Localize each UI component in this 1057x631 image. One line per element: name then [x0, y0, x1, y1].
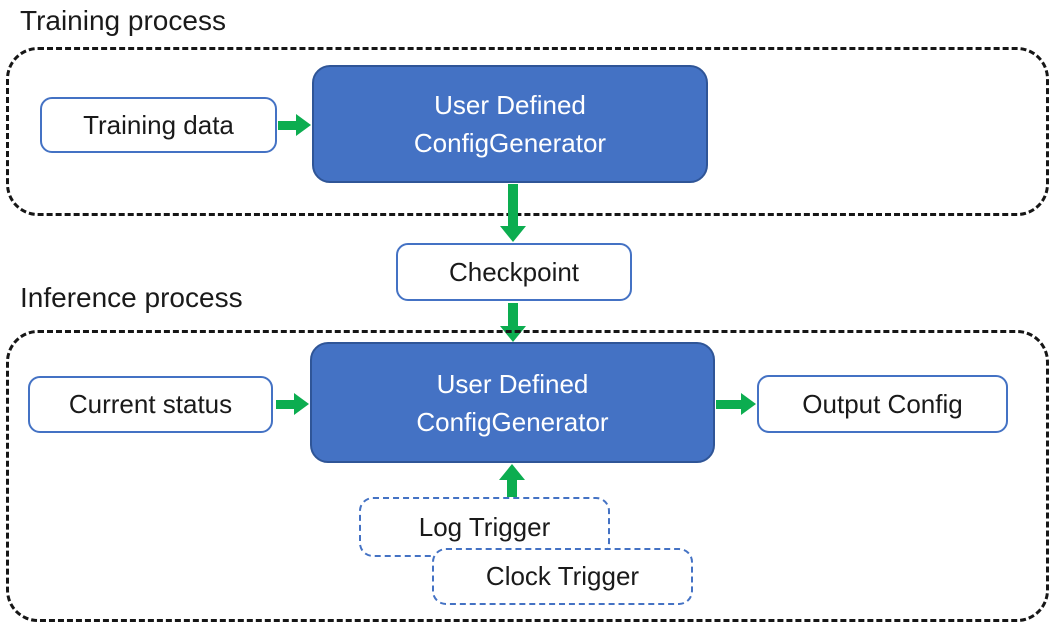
- config-generator-training-line2: ConfigGenerator: [413, 128, 607, 158]
- arrow-shaft: [508, 184, 518, 226]
- arrow-head-right: [294, 393, 309, 415]
- inference-process-container: [6, 330, 1049, 622]
- arrow-generator-to-output-config: [716, 393, 756, 415]
- current-status-box: Current status: [28, 376, 273, 433]
- inference-process-label: Inference process: [20, 282, 243, 313]
- config-generator-node-training: User Defined ConfigGenerator: [312, 65, 708, 183]
- config-generator-inference-line1: User Defined: [436, 368, 589, 399]
- training-data-box: Training data: [40, 97, 277, 153]
- clock-trigger-box: Clock Trigger: [432, 548, 693, 605]
- arrow-head-right: [741, 393, 756, 415]
- training-process-container: [6, 47, 1049, 216]
- config-generator-node-inference: User Defined ConfigGenerator: [310, 342, 715, 463]
- config-generator-inference-line2: ConfigGenerator: [416, 406, 609, 437]
- checkpoint-box: Checkpoint: [396, 243, 632, 301]
- arrow-shaft: [507, 480, 517, 498]
- arrow-head-down: [500, 226, 526, 242]
- arrow-head-up: [499, 464, 525, 480]
- training-process-label: Training process: [20, 5, 226, 36]
- arrow-shaft: [278, 120, 296, 130]
- arrow-triggers-to-generator: [499, 464, 525, 498]
- arrow-shaft: [508, 303, 518, 326]
- output-config-box: Output Config: [757, 375, 1008, 433]
- arrow-head-right: [296, 114, 311, 136]
- arrow-training-data-to-generator: [278, 114, 311, 136]
- config-generator-training-line1: User Defined: [434, 90, 586, 120]
- arrow-shaft: [276, 399, 294, 409]
- arrow-shaft: [716, 399, 741, 409]
- arrow-current-status-to-generator: [276, 393, 309, 415]
- arrow-generator-to-checkpoint: [500, 184, 526, 242]
